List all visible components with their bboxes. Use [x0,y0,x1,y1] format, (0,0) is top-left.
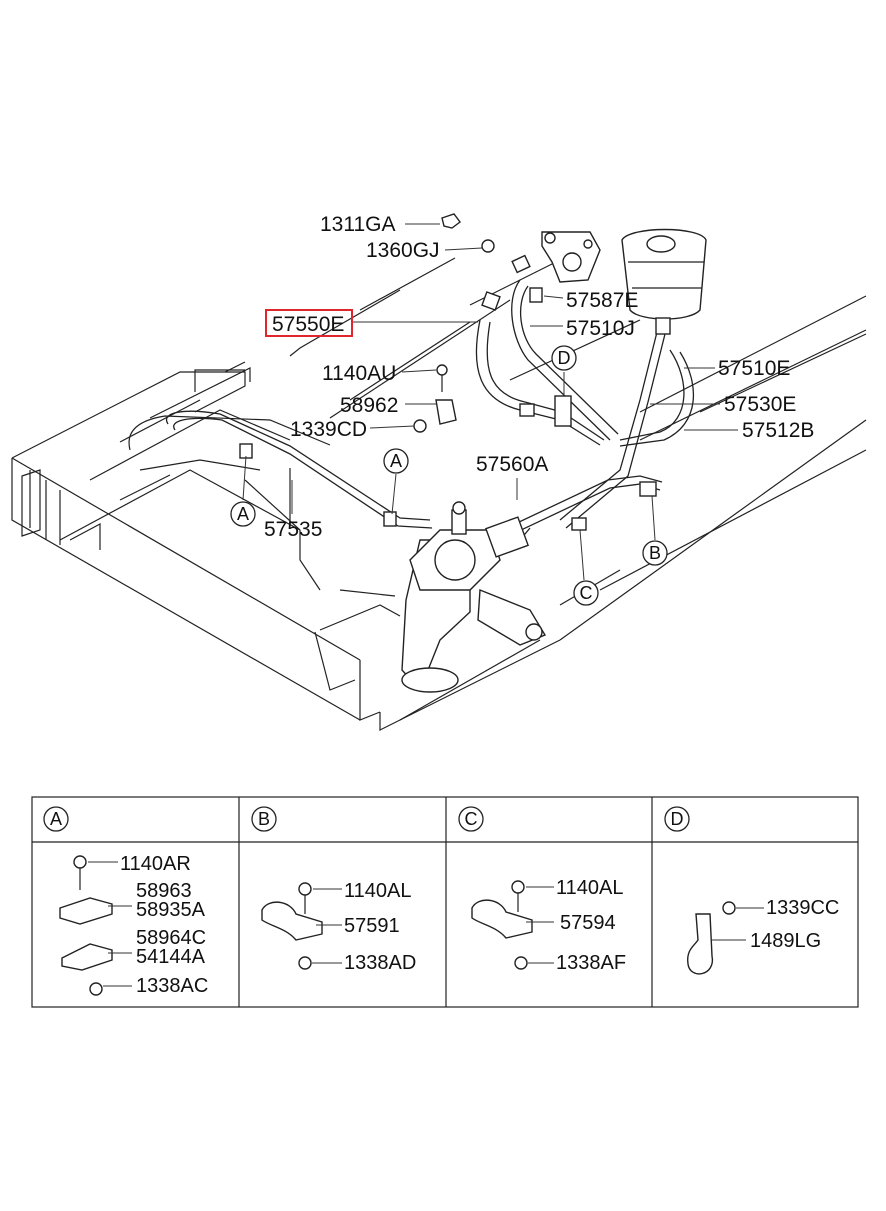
cell-b-label-1338AD[interactable]: 1338AD [344,952,416,974]
clip-a1 [239,443,253,459]
detail-table [31,796,859,1008]
svg-text:D: D [558,348,571,368]
cell-d-label-1489LG[interactable]: 1489LG [750,930,821,952]
callout-1311GA[interactable]: 1311GA [320,213,396,236]
callout-57530E[interactable]: 57530E [724,393,796,416]
cell-d-parts [686,901,764,975]
callout-1360GJ[interactable]: 1360GJ [366,239,440,262]
pump-bracket [541,231,601,283]
cell-c-label-1338AF[interactable]: 1338AF [556,952,626,974]
marker-b[interactable]: B [642,540,668,566]
marker-d[interactable]: D [551,345,577,371]
clip-a2 [383,511,397,527]
clip-b [639,481,657,497]
callout-57587E[interactable]: 57587E [566,289,638,312]
svg-text:B: B [258,809,270,829]
vehicle-frame [11,257,867,731]
callout-57512B[interactable]: 57512B [742,419,814,442]
svg-text:C: C [465,809,478,829]
callout-58962[interactable]: 58962 [340,394,398,417]
cell-a-label-1140AR[interactable]: 1140AR [120,853,191,875]
reservoir [621,228,707,335]
cell-a-label-1338AC[interactable]: 1338AC [136,975,208,997]
highlight-box [265,309,353,337]
cell-c-label-1140AL[interactable]: 1140AL [556,877,623,899]
cell-a-label-58935A[interactable]: 58935A [136,899,206,921]
svg-text:B: B [649,543,661,563]
marker-a-right[interactable]: A [383,448,409,474]
cell-b-parts [261,882,342,970]
cell-c-parts [471,880,554,970]
svg-text:D: D [671,809,684,829]
table-header-d: D [664,806,690,832]
svg-text:C: C [580,583,593,603]
marker-a-left[interactable]: A [230,501,256,527]
cell-d-label-1339CC[interactable]: 1339CC [766,897,839,919]
callout-1339CD[interactable]: 1339CD [290,418,367,441]
callout-57550E[interactable]: 57550E [272,313,344,336]
callout-1140AU[interactable]: 1140AU [322,362,396,385]
marker-c[interactable]: C [573,580,599,606]
leader-lines [242,223,738,581]
svg-text:A: A [50,809,62,829]
cell-c-label-57594[interactable]: 57594 [560,912,616,934]
callout-57510E[interactable]: 57510E [718,357,790,380]
cell-a-label-58963[interactable]: 58963 [136,880,192,902]
svg-text:A: A [237,504,249,524]
cell-a-parts [59,855,132,996]
callout-57510J[interactable]: 57510J [566,317,635,340]
cell-b-label-57591[interactable]: 57591 [344,915,400,937]
clip-c [571,517,587,531]
cell-a-label-54144A[interactable]: 54144A [136,946,206,968]
steering-gearbox [401,501,547,693]
callout-57560A[interactable]: 57560A [476,453,548,476]
cell-b-label-1140AL[interactable]: 1140AL [344,880,411,902]
cell-a-label-58964C[interactable]: 58964C [136,927,206,949]
callout-57535[interactable]: 57535 [264,518,322,541]
table-header-a: A [43,806,69,832]
clip-d [554,395,572,427]
table-header-c: C [458,806,484,832]
svg-text:A: A [390,451,402,471]
table-header-b: B [251,806,277,832]
